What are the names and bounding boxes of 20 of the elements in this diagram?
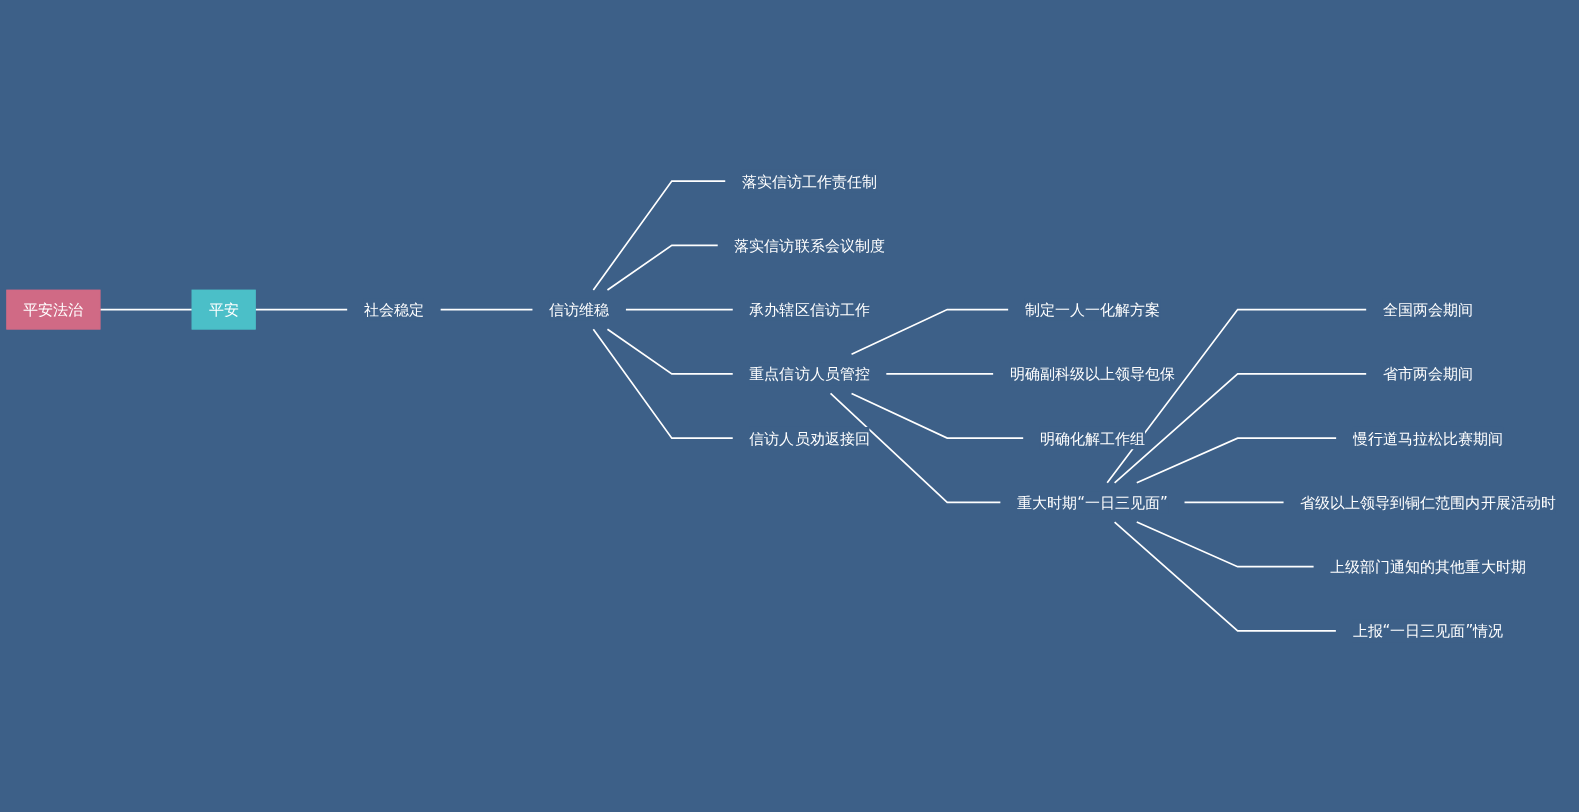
connector bbox=[439, 308, 534, 311]
connector bbox=[606, 244, 719, 291]
connector bbox=[1183, 501, 1285, 504]
connector bbox=[850, 308, 1009, 356]
connector bbox=[1106, 308, 1368, 484]
connector bbox=[850, 392, 1024, 439]
connector bbox=[1135, 521, 1315, 568]
connector bbox=[885, 373, 994, 375]
connector bbox=[99, 308, 193, 311]
connector bbox=[829, 392, 1002, 504]
connector bbox=[1113, 373, 1368, 484]
connector bbox=[625, 308, 734, 311]
connector bbox=[254, 308, 348, 311]
connector bbox=[1113, 521, 1337, 632]
connector bbox=[592, 328, 734, 439]
node-box: 平安法治 bbox=[6, 289, 101, 330]
connector bbox=[606, 328, 734, 375]
node-box: 平安 bbox=[191, 289, 256, 330]
connector bbox=[1135, 437, 1337, 484]
connector bbox=[592, 180, 727, 291]
